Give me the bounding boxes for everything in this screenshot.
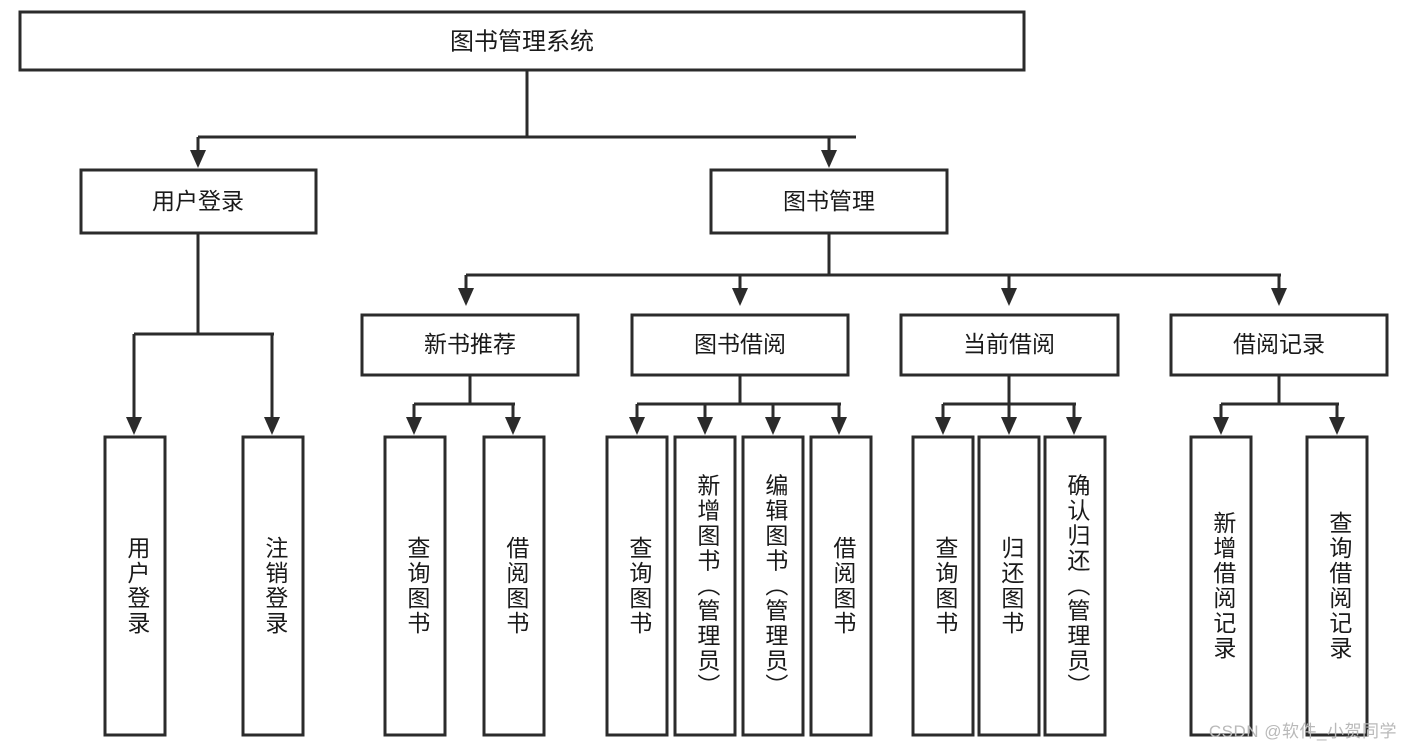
arrow-head-icon [1001,417,1017,435]
node-leaf-query-book-3[interactable]: 查询图书 [911,435,975,737]
node-leaf-query-book-1-box[interactable] [383,435,447,737]
node-leaf-borrow-book-1-box[interactable] [482,435,546,737]
connector-borrowrecord-to-leaves [1213,375,1345,435]
node-leaf-borrow-book-1[interactable]: 借阅图书 [482,435,546,737]
node-new-book-rec-box[interactable] [360,313,580,377]
node-leaf-borrow-book-1-label: 借阅图书 [503,536,530,636]
node-leaf-query-book-2-box[interactable] [605,435,669,737]
node-borrow-record-box[interactable] [1169,313,1389,377]
connector-newbook-to-leaves [406,375,521,435]
arrow-head-icon [1001,288,1017,306]
arrow-head-icon [190,150,206,168]
node-book-borrow-label: 图书借阅 [694,331,786,357]
node-new-book-rec[interactable]: 新书推荐 [360,313,580,377]
node-leaf-query-book-1-label: 查询图书 [404,536,431,636]
arrow-head-icon [629,417,645,435]
node-leaf-add-record-label: 新增借阅记录 [1210,511,1237,661]
node-leaf-add-record-box[interactable] [1189,435,1253,737]
node-leaf-borrow-book-2-box[interactable] [809,435,873,737]
node-leaf-query-record-label: 查询借阅记录 [1326,511,1353,661]
node-user-login-label: 用户登录 [152,188,244,214]
node-leaf-edit-book[interactable]: 编辑图书（管理员） [741,435,805,737]
arrow-head-icon [1329,417,1345,435]
node-leaf-borrow-book-2[interactable]: 借阅图书 [809,435,873,737]
node-user-login[interactable]: 用户登录 [79,168,318,235]
node-leaf-add-book-label: 新增图书（管理员） [694,474,721,699]
node-leaf-query-book-1[interactable]: 查询图书 [383,435,447,737]
connector-bookborrow-to-leaves [629,375,847,435]
node-book-borrow-box[interactable] [630,313,850,377]
arrow-head-icon [732,288,748,306]
node-root-label: 图书管理系统 [450,28,594,55]
arrow-head-icon [1213,417,1229,435]
arrow-head-icon [697,417,713,435]
arrow-head-icon [264,417,280,435]
node-leaf-query-book-2-label: 查询图书 [626,536,653,636]
node-book-borrow[interactable]: 图书借阅 [630,313,850,377]
arrow-head-icon [821,150,837,168]
node-leaf-user-login[interactable]: 用户登录 [103,435,167,737]
node-book-manage-label: 图书管理 [783,188,875,214]
arrow-head-icon [831,417,847,435]
node-leaf-query-record-box[interactable] [1305,435,1369,737]
arrow-head-icon [1066,417,1082,435]
arrow-head-icon [1271,288,1287,306]
arrow-head-icon [406,417,422,435]
node-leaf-add-book-box[interactable] [673,435,737,737]
node-current-borrow-box[interactable] [899,313,1120,377]
node-book-manage-box[interactable] [709,168,949,235]
node-leaf-query-book-3-box[interactable] [911,435,975,737]
arrow-head-icon [765,417,781,435]
node-leaf-edit-book-label: 编辑图书（管理员） [762,474,789,699]
connector-bookmanage-to-level3 [458,233,1287,306]
node-root[interactable]: 图书管理系统 [18,10,1026,72]
arrow-head-icon [458,288,474,306]
node-leaf-edit-book-box[interactable] [741,435,805,737]
node-current-borrow[interactable]: 当前借阅 [899,313,1120,377]
node-leaf-query-record[interactable]: 查询借阅记录 [1305,435,1369,737]
node-leaf-return-book-label: 归还图书 [998,536,1025,636]
node-leaf-query-book-2[interactable]: 查询图书 [605,435,669,737]
connector-userlogin-to-leaves [126,233,280,435]
node-leaf-confirm-return-box[interactable] [1043,435,1107,737]
node-leaf-confirm-return[interactable]: 确认归还（管理员） [1043,435,1107,737]
node-leaf-return-book[interactable]: 归还图书 [977,435,1041,737]
node-borrow-record-label: 借阅记录 [1233,331,1325,357]
node-leaf-logout[interactable]: 注销登录 [241,435,305,737]
node-leaf-add-record[interactable]: 新增借阅记录 [1189,435,1253,737]
node-leaf-add-book[interactable]: 新增图书（管理员） [673,435,737,737]
connector-currentborrow-to-leaves [935,375,1082,435]
node-leaf-user-login-box[interactable] [103,435,167,737]
node-leaf-user-login-label: 用户登录 [124,536,151,636]
node-current-borrow-label: 当前借阅 [963,331,1055,357]
node-user-login-box[interactable] [79,168,318,235]
arrow-head-icon [935,417,951,435]
node-leaf-borrow-book-2-label: 借阅图书 [830,536,857,636]
node-leaf-logout-label: 注销登录 [262,536,289,636]
node-leaf-query-book-3-label: 查询图书 [932,536,959,636]
arrow-head-icon [126,417,142,435]
arrow-head-icon [505,417,521,435]
node-book-manage[interactable]: 图书管理 [709,168,949,235]
node-leaf-confirm-return-label: 确认归还（管理员） [1064,474,1091,699]
connector-root-to-level2 [190,70,856,168]
node-borrow-record[interactable]: 借阅记录 [1169,313,1389,377]
node-leaf-logout-box[interactable] [241,435,305,737]
node-new-book-rec-label: 新书推荐 [424,331,516,357]
node-leaf-return-book-box[interactable] [977,435,1041,737]
node-root-box[interactable] [18,10,1026,72]
